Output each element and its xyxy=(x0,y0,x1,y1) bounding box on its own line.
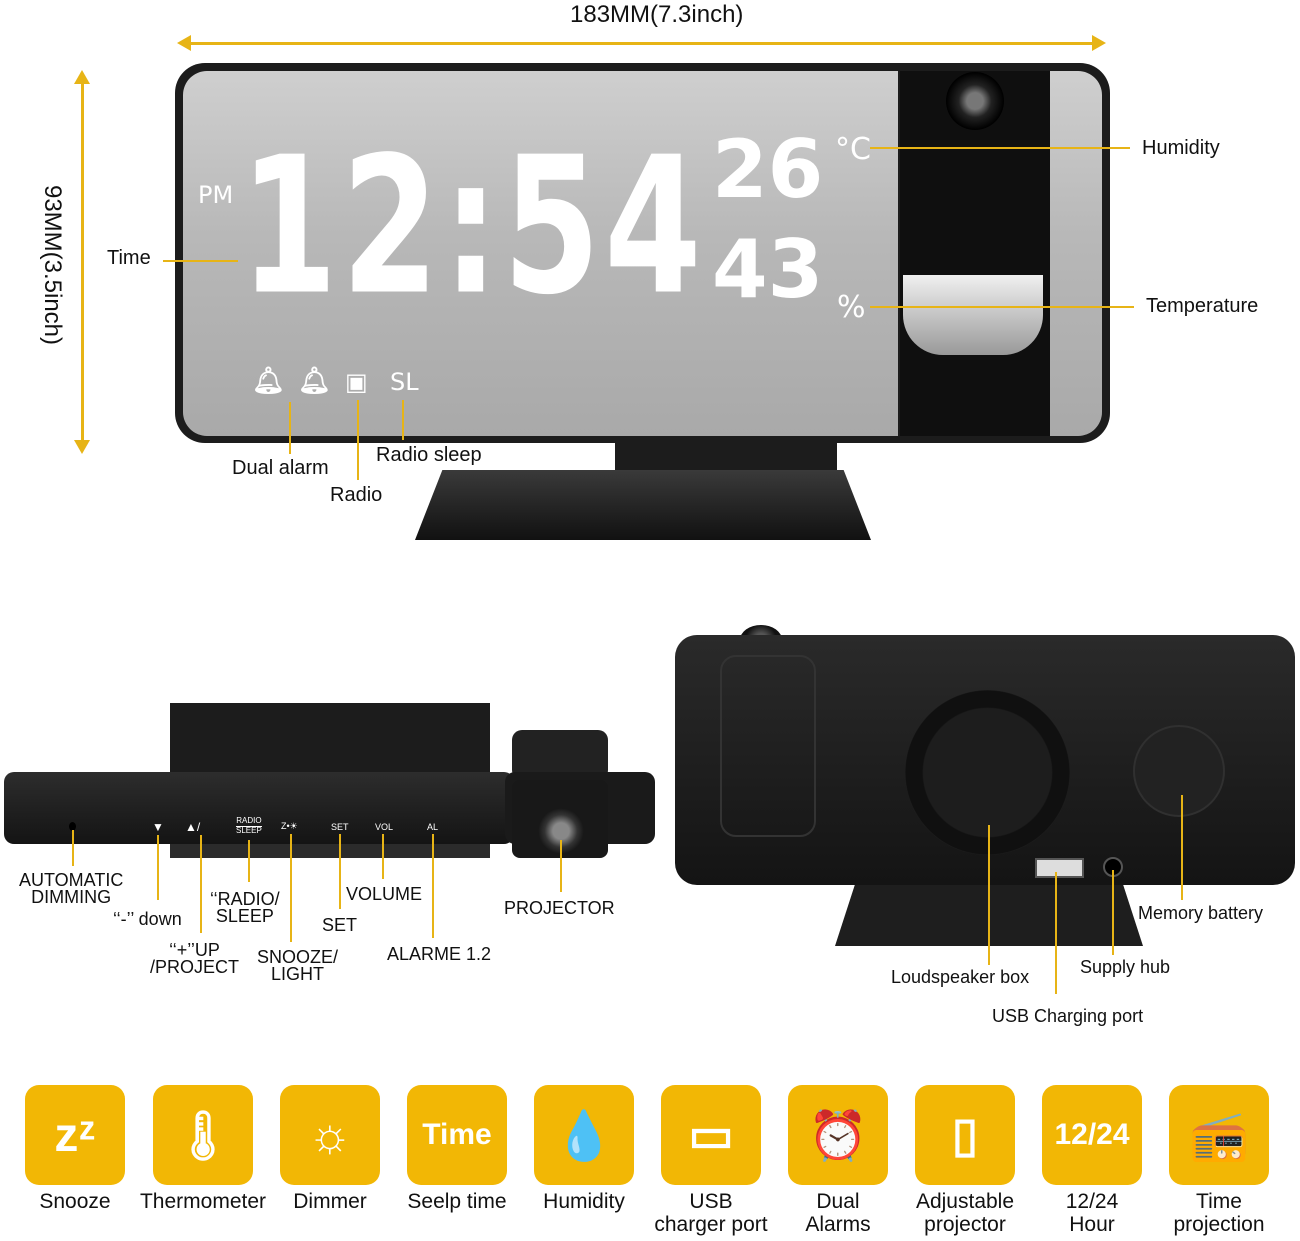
arrow-head-right-icon xyxy=(1092,35,1106,51)
height-dimension-label: 93MM(3.5inch) xyxy=(39,184,67,346)
back-panel xyxy=(720,655,816,837)
arrow-head-up-icon xyxy=(74,70,90,84)
projector-lens-icon xyxy=(946,72,1004,130)
feature-label: Dimmer xyxy=(293,1190,367,1213)
side-body xyxy=(4,772,514,844)
feature-tile: ☼ xyxy=(280,1085,380,1185)
side-rear-housing xyxy=(170,703,490,773)
callout-projector: PROJECTOR xyxy=(504,898,615,918)
side-projector-top xyxy=(512,730,608,780)
callout-dual-alarm: Dual alarm xyxy=(232,457,329,479)
callout-loudspeaker: Loudspeaker box xyxy=(891,967,1030,987)
feature-tile: ⏰ xyxy=(788,1085,888,1185)
feature-label: Snooze xyxy=(39,1190,111,1213)
snooze-label: Z• xyxy=(281,821,290,831)
alarm-2-icon: 🔔︎ xyxy=(298,366,332,396)
alarm-1-icon: 🔔︎ xyxy=(252,366,286,396)
callout-snooze-light: SNOOZE/ LIGHT xyxy=(257,947,339,985)
light-sensor-icon xyxy=(69,822,76,831)
radio-icon: 📻 xyxy=(1189,1109,1249,1163)
radio-label: RADIO xyxy=(236,816,262,825)
clock-stand-base xyxy=(415,470,871,540)
feature-label: 12/24 Hour xyxy=(1065,1190,1119,1237)
usb-icon: ▭ xyxy=(688,1109,734,1162)
callout-set: SET xyxy=(322,915,358,935)
callout-volume: VOLUME xyxy=(346,884,423,904)
feature-label: Adjustable projector xyxy=(915,1190,1015,1237)
arrow-head-down-icon xyxy=(74,440,90,454)
feature-label: Dual Alarms xyxy=(805,1190,871,1237)
snooze-light-button[interactable]: Z•☀ xyxy=(281,821,298,832)
feature-tile: 💧 xyxy=(534,1085,634,1185)
arrow-head-left-icon xyxy=(177,35,191,51)
callout-radio-sleep-button: ‘‘RADIO/ SLEEP xyxy=(210,889,280,927)
radio-indicator-icon: ▣ xyxy=(345,368,368,396)
humidity-readout: 43 xyxy=(712,223,824,316)
alarm-clock-icon: ⏰ xyxy=(808,1109,868,1163)
water-drop-icon: 💧 xyxy=(554,1109,614,1163)
callout-usb-port: USB Charging port xyxy=(992,1006,1144,1026)
feature-label: Time projection xyxy=(1173,1190,1265,1237)
battery-cover-icon xyxy=(1133,725,1225,817)
feature-tile: 🌡 xyxy=(153,1085,253,1185)
side-stand xyxy=(170,840,490,858)
callout-alarm: ALARME 1.2 xyxy=(387,944,492,964)
sleep-timer-icon: Time xyxy=(422,1118,492,1151)
set-button[interactable]: SET xyxy=(331,822,349,832)
feature-label: Humidity xyxy=(543,1190,625,1213)
height-arrow xyxy=(81,80,84,445)
callout-temperature: Temperature xyxy=(1146,295,1259,317)
feature-tile: 12/24 xyxy=(1042,1085,1142,1185)
light-icon: ☀ xyxy=(289,821,298,831)
clock-format-icon: 12/24 xyxy=(1054,1118,1130,1151)
speaker-grille-icon xyxy=(905,690,1070,855)
callout-auto-dimming: AUTOMATIC DIMMING xyxy=(19,870,124,908)
temperature-readout: 26 xyxy=(712,123,824,216)
pm-indicator: PM xyxy=(198,181,234,209)
up-project-button[interactable]: ▲/ xyxy=(185,820,201,834)
callout-memory-battery: Memory battery xyxy=(1138,903,1264,923)
feature-tile: 📻 xyxy=(1169,1085,1269,1185)
projector-housing xyxy=(900,71,1050,436)
feature-tile: Time xyxy=(407,1085,507,1185)
feature-tile: zᶻ xyxy=(25,1085,125,1185)
thermometer-icon: 🌡 xyxy=(172,1109,234,1163)
feature-tile: ▯ xyxy=(915,1085,1015,1185)
usb-port-icon xyxy=(1035,858,1084,878)
mirror-display xyxy=(183,71,898,436)
down-button[interactable]: ▼ xyxy=(152,820,164,834)
feature-label: USB charger port xyxy=(654,1190,768,1237)
sun-icon: ☼ xyxy=(308,1108,352,1162)
projector-slot xyxy=(903,275,1043,355)
sleep-indicator: SL xyxy=(390,368,419,396)
width-dimension-label: 183MM(7.3inch) xyxy=(570,1,744,28)
callout-humidity: Humidity xyxy=(1142,137,1220,159)
feature-label: Seelp time xyxy=(407,1190,507,1213)
volume-button[interactable]: VOL xyxy=(375,822,394,832)
callout-up-project: ‘‘+’’UP /PROJECT xyxy=(150,940,240,978)
alarm-button[interactable]: AL xyxy=(427,822,439,832)
callout-time: Time xyxy=(107,247,151,269)
width-arrow xyxy=(185,42,1097,45)
rotate-projector-icon: ▯ xyxy=(951,1109,979,1162)
celsius-unit: °C xyxy=(835,132,871,167)
feature-tile: ▭ xyxy=(661,1085,761,1185)
callout-radio: Radio xyxy=(330,484,383,506)
sleep-label: SLEEP xyxy=(236,825,262,835)
snooze-icon: zᶻ xyxy=(54,1108,96,1162)
mirror-display-right xyxy=(1050,71,1102,436)
callout-down: ‘‘-’’ down xyxy=(113,909,182,929)
callout-supply-hub: Supply hub xyxy=(1080,957,1171,977)
callout-radio-sleep: Radio sleep xyxy=(376,444,482,466)
time-readout: 12:54 xyxy=(240,117,706,338)
percent-unit: % xyxy=(837,290,866,325)
feature-label: Thermometer xyxy=(139,1190,267,1213)
